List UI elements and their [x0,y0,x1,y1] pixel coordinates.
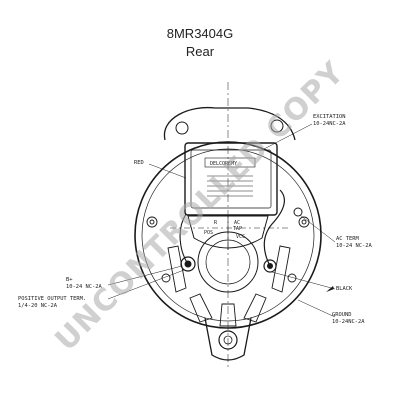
b-plus-leader [107,265,183,286]
ground-label: GROUND 10-24NC-2A [332,312,365,325]
terminal-pos-text: POS [204,230,213,236]
red-label: RED [134,160,144,166]
excitation-label: EXCITATION 10-24NC-2A [313,114,346,127]
top-mounting-flange [163,106,296,141]
top-right-mount-hole [270,119,284,133]
regulator-inner-panel [190,149,272,209]
b-plus-label: B+ 10-24 NC-2A [66,277,102,290]
ac-term-label: AC TERM 10-24 NC-2A [336,236,372,249]
regulator-fins [207,175,253,197]
left-lower-bolt [161,273,171,283]
housing-inner-circle [141,148,315,322]
terminal-tap-text: TAP [233,226,242,232]
ac-term-leader [299,214,336,243]
bottom-mounting-lug [204,317,252,361]
terminal-block [187,215,269,249]
right-lower-bolt [287,273,297,283]
left-upper-bolt [146,216,158,228]
voltage-regulator [184,142,278,216]
regulator-nameplate [204,157,256,168]
terminal-vcc-text: VCC [236,234,245,240]
cooling-vents [167,245,291,327]
black-leader [271,271,336,290]
terminal-r-text: R [214,220,218,226]
view-label: Rear [185,44,215,59]
bottom-mount-hole [218,330,238,350]
top-left-mount-hole [175,121,189,135]
b-plus-terminal [180,256,196,272]
model-number: 8MR3404G [166,26,234,41]
positive-output-leader [107,269,185,300]
rotor-hub [197,231,259,293]
positive-output-label: POSITIVE OUTPUT TERM. 1/4-20 NC-2A [18,296,87,309]
black-wire [263,189,286,267]
excitation-leader [261,123,313,151]
red-wire [179,213,189,265]
terminal-ac-text: AC [234,220,240,226]
ground-leader [297,299,336,318]
ac-terminal [263,259,277,273]
excitation-terminal [293,207,303,217]
black-label: BLACK [336,286,353,292]
regulator-brand-text: DELCOREMY [210,161,237,167]
red-leader [148,163,187,179]
right-upper-bolt [298,216,310,228]
housing-outer-circle [134,141,322,329]
